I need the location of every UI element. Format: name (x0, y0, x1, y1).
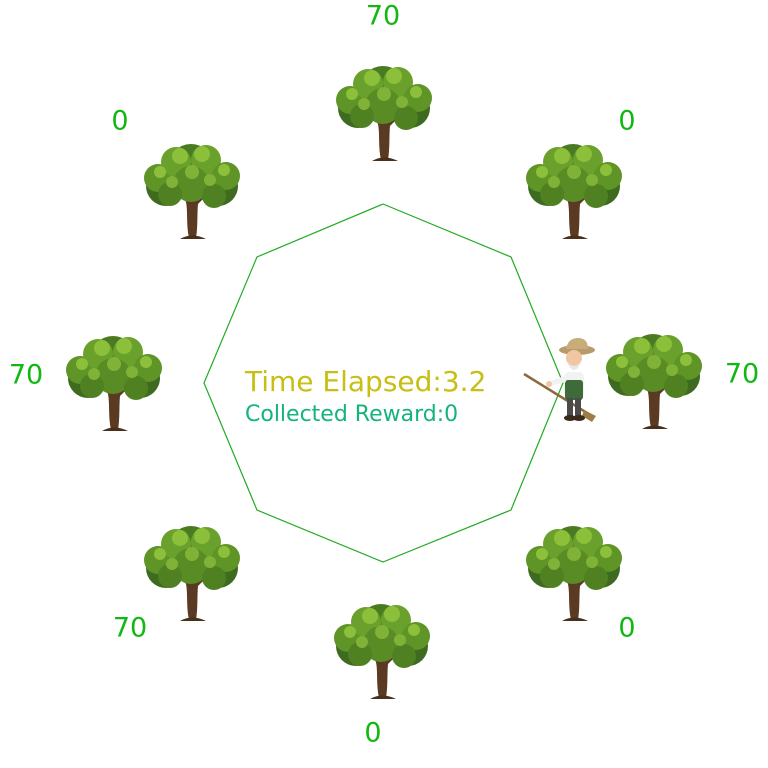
collected-reward-value: 0 (444, 402, 459, 427)
time-elapsed-label: Time Elapsed: (245, 365, 442, 398)
tree-icon (526, 526, 622, 621)
tree-left-reward: 70 (8, 359, 44, 391)
collected-reward-readout: Collected Reward:0 (245, 404, 458, 426)
tree-top-right-reward: 0 (618, 105, 636, 137)
tree-icon (606, 334, 702, 429)
tree-icon (334, 604, 430, 699)
octagon-path (203, 203, 564, 563)
farmer-agent-icon (523, 338, 596, 422)
tree-bottom-left-reward: 70 (112, 612, 148, 644)
tree-icon (66, 336, 162, 431)
collected-reward-label: Collected Reward: (245, 402, 445, 427)
tree-right-reward: 70 (724, 358, 760, 390)
tree-icon (336, 66, 432, 161)
tree-top-reward: 70 (365, 0, 401, 32)
tree-bottom-right-reward: 0 (618, 612, 636, 644)
tree-icon (144, 526, 240, 621)
tree-icon (526, 144, 622, 239)
tree-top-left-reward: 0 (111, 105, 129, 137)
time-elapsed-value: 3.2 (441, 365, 487, 398)
time-elapsed-readout: Time Elapsed:3.2 (245, 368, 486, 396)
tree-bottom-reward: 0 (364, 717, 382, 749)
tree-icon (144, 144, 240, 239)
